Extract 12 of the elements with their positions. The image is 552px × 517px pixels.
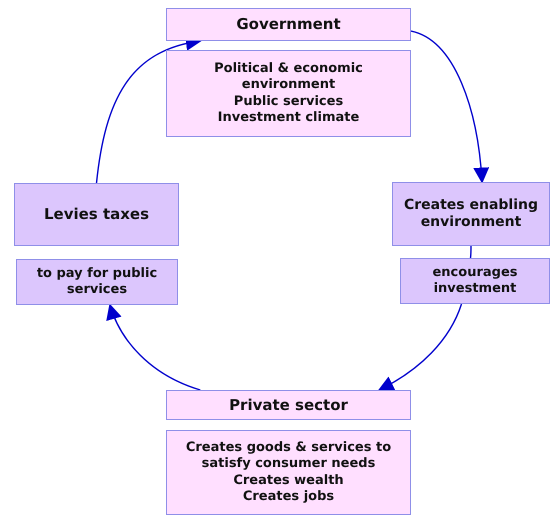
process-box: encourages investment <box>400 258 550 304</box>
process-box: to pay for public services <box>16 259 178 305</box>
process-box: Creates enabling environment <box>392 182 550 246</box>
connector-line <box>470 246 472 258</box>
process-box: Levies taxes <box>14 183 179 246</box>
curved-arrow <box>106 303 201 391</box>
curved-arrow <box>378 304 462 391</box>
info-box: Private sector <box>166 390 411 420</box>
info-box: Political & economic environment Public services Investment climate <box>166 50 411 137</box>
curved-arrow <box>410 30 489 184</box>
info-box: Government <box>166 8 411 41</box>
info-box: Creates goods & services to satisfy consumer needs Creates wealth Creates jobs <box>166 430 411 515</box>
